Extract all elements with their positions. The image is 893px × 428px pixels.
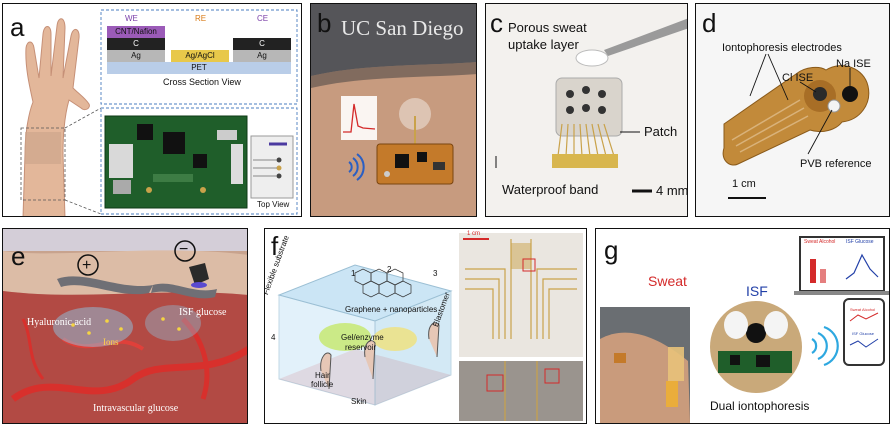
porous-layer-label-2: uptake layer xyxy=(508,37,579,52)
panel-g-label: g xyxy=(604,235,619,265)
sweat-label: Sweat xyxy=(648,273,687,289)
intravascular-glucose-label: Intravascular glucose xyxy=(93,403,179,414)
panel-f-illustration xyxy=(277,233,583,421)
panel-d-label: d xyxy=(702,8,717,38)
scale-bar-label: 1 cm xyxy=(467,231,481,237)
device-circle xyxy=(710,301,802,393)
isf-glucose-label: ISF glucose xyxy=(179,307,227,318)
layer-c-ce: C xyxy=(233,38,291,50)
waterproof-band-label: Waterproof band xyxy=(502,182,599,197)
panel-a: a WE RE CE CNT/Nafion C C Ag xyxy=(2,3,302,217)
number-4: 4 xyxy=(271,333,276,342)
iontophoresis-electrodes-label: Iontophoresis electrodes xyxy=(722,42,842,54)
cross-section-title: Cross Section View xyxy=(163,77,241,87)
panel-c: c Porous sweat uptake layer Patch Waterp… xyxy=(485,3,688,217)
layer-c-we: C xyxy=(107,38,165,50)
panel-c-label: c xyxy=(490,8,503,38)
wireless-icon xyxy=(811,325,839,367)
pvb-reference-label: PVB reference xyxy=(800,158,872,170)
scale-bar-label: 4 mm xyxy=(656,183,688,198)
ions-label: Ions xyxy=(103,337,119,347)
panel-e-label: e xyxy=(11,241,26,271)
layer-ag-ce: Ag xyxy=(233,50,291,62)
graphene-mesh xyxy=(354,268,412,298)
arm-patch xyxy=(25,132,61,164)
number-2: 2 xyxy=(387,265,392,274)
sweat-alcohol-screen-label: Sweat Alcohol xyxy=(804,239,836,245)
panel-d-photo xyxy=(696,4,889,216)
scale-bar-label: 1 cm xyxy=(732,178,756,190)
na-ise-label: Na ISE xyxy=(836,58,871,70)
dual-iontophoresis-label: Dual iontophoresis xyxy=(710,399,810,413)
layer-ag-agcl: Ag/AgCl xyxy=(171,50,229,62)
phone-isf-glucose-label: ISF Glucose xyxy=(852,331,875,336)
number-1: 1 xyxy=(351,269,356,278)
phone-sweat-alcohol-label: Sweat Alcohol xyxy=(850,307,876,312)
panel-e: e + − Hyaluronic acid ISF glucose Ions I… xyxy=(2,228,248,424)
panel-d: d Iontophoresis electrodes Na ISE Cl ISE… xyxy=(695,3,890,217)
re-header: RE xyxy=(195,14,207,23)
ce-header: CE xyxy=(257,14,269,23)
we-header: WE xyxy=(125,14,138,23)
panel-e-illustration xyxy=(3,229,247,423)
cl-ise-label: Cl ISE xyxy=(782,72,814,84)
top-view-label: Top View xyxy=(257,200,290,209)
hair-follicle-label-2: follicle xyxy=(311,380,334,389)
patch-label: Patch xyxy=(644,124,678,139)
panel-f-label: f xyxy=(271,231,279,261)
gel-enzyme-label-2: reservoir xyxy=(345,343,377,352)
hair-follicle-label-1: Hair xyxy=(315,371,330,380)
layer-ag-we: Ag xyxy=(107,50,165,62)
minus-sign: − xyxy=(179,241,189,258)
gel-enzyme-label-1: Gel/enzyme xyxy=(341,333,384,342)
panel-g-illustration xyxy=(596,229,889,423)
layer-cnt-nafion: CNT/Nafion xyxy=(107,26,165,38)
panel-a-label: a xyxy=(10,12,25,42)
skin-label: Skin xyxy=(351,397,367,406)
panel-g: g Sweat ISF Sweat Alcohol ISF Glucose Sw… xyxy=(595,228,890,424)
panel-a-illustration xyxy=(20,9,298,216)
panel-b-photo xyxy=(311,4,476,216)
graphene-label: Graphene + nanoparticles xyxy=(345,305,438,314)
hand-illustration xyxy=(22,18,90,216)
negative-electrode-icon xyxy=(174,240,196,262)
panel-b: b UC San Diego xyxy=(310,3,477,217)
panel-b-label: b xyxy=(317,8,332,38)
ucsd-logo: UC San Diego xyxy=(341,16,464,40)
positive-electrode-icon xyxy=(77,254,99,276)
plus-sign: + xyxy=(82,257,92,274)
panel-f: f Flexible substrate Elastomer Graphene … xyxy=(264,228,587,424)
layer-pet: PET xyxy=(107,62,291,74)
porous-layer-label-1: Porous sweat xyxy=(508,20,587,35)
number-3: 3 xyxy=(433,269,438,278)
wireless-icon xyxy=(348,153,365,181)
hyaluronic-acid-label: Hyaluronic acid xyxy=(27,317,92,328)
isf-label: ISF xyxy=(746,283,768,299)
isf-glucose-screen-label: ISF Glucose xyxy=(846,239,874,245)
panel-c-photo xyxy=(486,4,687,216)
